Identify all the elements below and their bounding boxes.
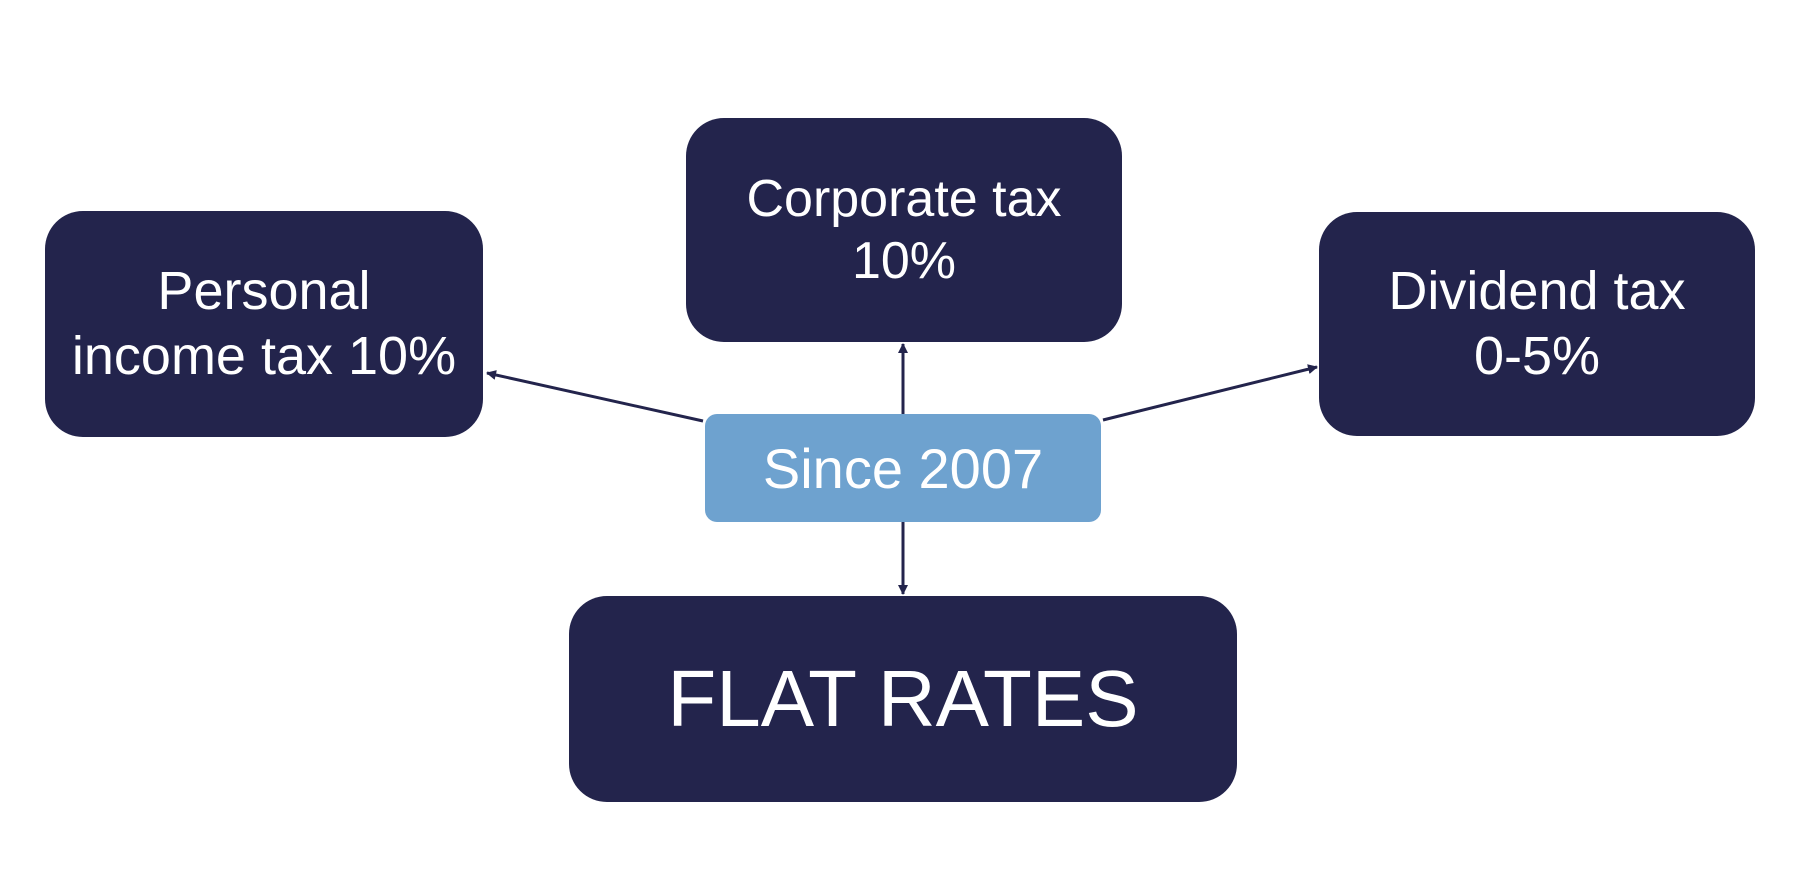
center-node: Since 2007 <box>705 414 1101 522</box>
dividend-tax-node: Dividend tax 0-5% <box>1319 212 1755 436</box>
dividend-tax-label: Dividend tax 0-5% <box>1388 261 1686 386</box>
arrow-to-personal <box>486 370 704 423</box>
flat-rates-label: FLAT RATES <box>667 654 1139 743</box>
personal-income-tax-node: Personal income tax 10% <box>45 211 483 437</box>
personal-income-tax-label: Personal income tax 10% <box>71 261 457 386</box>
flat-rates-node: FLAT RATES <box>569 596 1237 802</box>
corporate-tax-node: Corporate tax 10% <box>686 118 1122 342</box>
corporate-tax-label: Corporate tax 10% <box>746 169 1062 290</box>
arrow-to-dividend <box>1102 364 1318 422</box>
center-label: Since 2007 <box>762 436 1044 500</box>
